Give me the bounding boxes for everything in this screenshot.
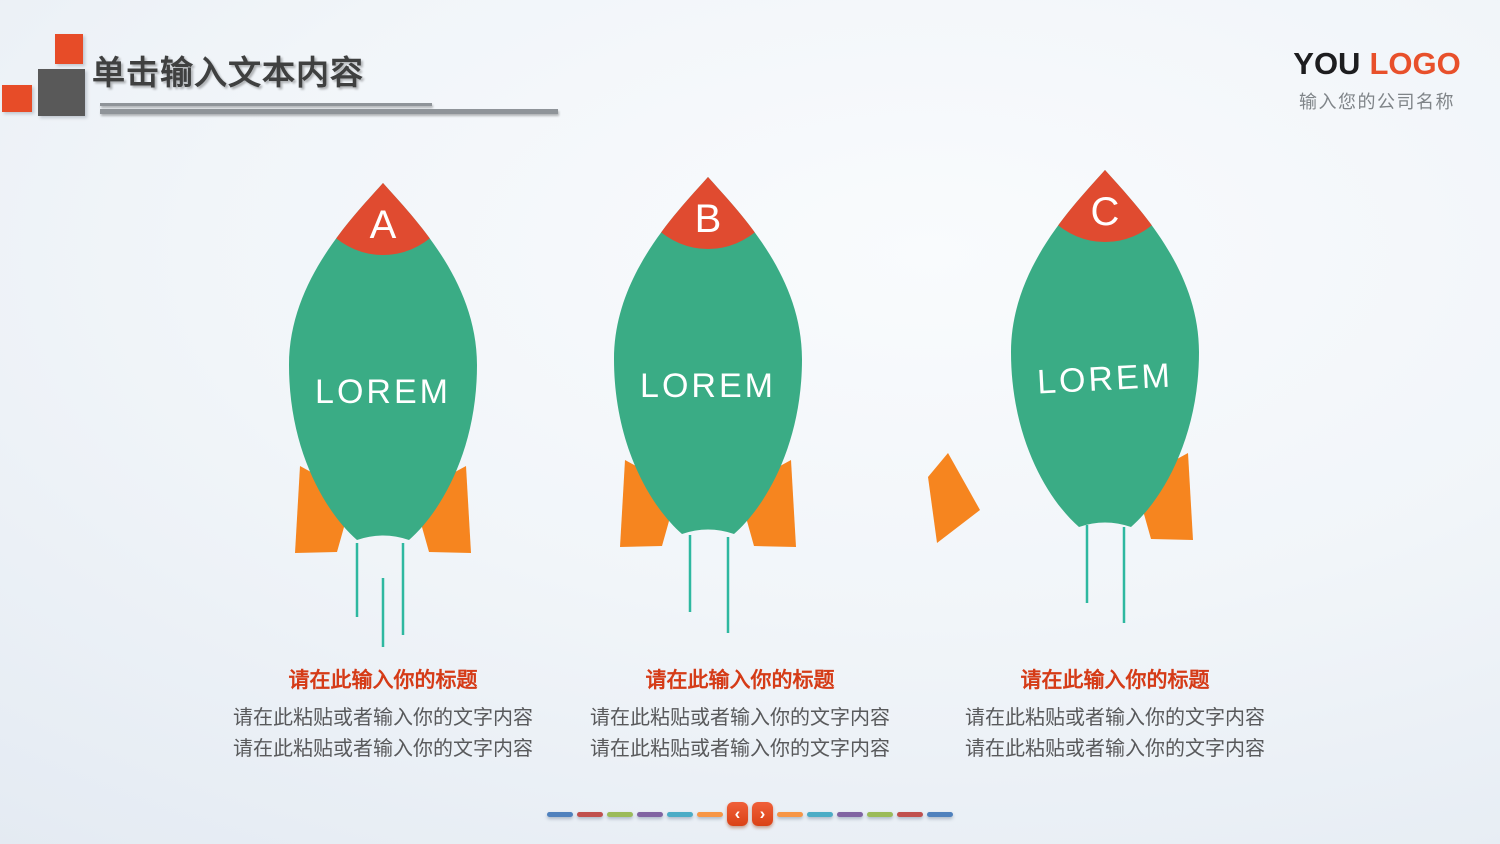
rocket-b-letter: B bbox=[695, 197, 722, 241]
rocket-c-detached-fin-icon bbox=[928, 453, 980, 543]
caption-title: 请在此输入你的标题 bbox=[1020, 669, 1210, 692]
slide-title: 单击输入文本内容 bbox=[92, 54, 364, 91]
rocket-b-body bbox=[614, 177, 802, 534]
rocket-a-label: LOREM bbox=[315, 373, 451, 411]
caption-line: 请在此粘贴或者输入你的文字内容 bbox=[233, 738, 533, 760]
caption-line: 请在此粘贴或者输入你的文字内容 bbox=[233, 707, 533, 729]
rocket-a-letter: A bbox=[370, 203, 397, 247]
progress-dash bbox=[697, 811, 723, 817]
rocket-c-label: LOREM bbox=[1036, 356, 1174, 401]
next-slide-button[interactable]: › bbox=[752, 802, 773, 826]
rocket-c-body bbox=[1011, 170, 1199, 527]
deco-square-gray bbox=[38, 69, 85, 116]
progress-dash bbox=[667, 811, 693, 817]
caption-title: 请在此输入你的标题 bbox=[645, 669, 835, 692]
progress-dash bbox=[867, 811, 893, 817]
prev-slide-button[interactable]: ‹ bbox=[727, 802, 748, 826]
caption-block-b: 请在此输入你的标题 请在此粘贴或者输入你的文字内容 请在此粘贴或者输入你的文字内… bbox=[540, 664, 940, 765]
caption-line: 请在此粘贴或者输入你的文字内容 bbox=[590, 707, 890, 729]
progress-dash bbox=[547, 811, 573, 817]
logo-text-logo: LOGO bbox=[1369, 46, 1461, 81]
title-underline-thick bbox=[100, 109, 558, 114]
logo-text-you: YOU bbox=[1293, 46, 1361, 81]
caption-line: 请在此粘贴或者输入你的文字内容 bbox=[965, 738, 1265, 760]
progress-dash bbox=[637, 811, 663, 817]
caption-block-a: 请在此输入你的标题 请在此粘贴或者输入你的文字内容 请在此粘贴或者输入你的文字内… bbox=[183, 664, 583, 765]
rocket-c: C LOREM bbox=[1011, 170, 1199, 623]
rocket-c-letter: C bbox=[1091, 190, 1120, 234]
rocket-b-label: LOREM bbox=[640, 367, 776, 405]
caption-block-c: 请在此输入你的标题 请在此粘贴或者输入你的文字内容 请在此粘贴或者输入你的文字内… bbox=[915, 664, 1315, 765]
deco-square-orange-left bbox=[2, 85, 32, 112]
caption-line: 请在此粘贴或者输入你的文字内容 bbox=[965, 707, 1265, 729]
progress-dash bbox=[897, 811, 923, 817]
progress-dash bbox=[807, 811, 833, 817]
progress-dash bbox=[777, 811, 803, 817]
rocket-b: B LOREM bbox=[614, 177, 802, 633]
logo-subtitle: 输入您的公司名称 bbox=[1299, 92, 1455, 112]
deco-square-orange-top bbox=[55, 34, 83, 64]
progress-dash bbox=[607, 811, 633, 817]
slide-nav: ‹ › bbox=[547, 802, 953, 826]
rocket-a-body bbox=[289, 183, 477, 540]
progress-dash bbox=[837, 811, 863, 817]
caption-line: 请在此粘贴或者输入你的文字内容 bbox=[590, 738, 890, 760]
rocket-a: A LOREM bbox=[289, 183, 477, 647]
title-underline-thin bbox=[100, 103, 432, 106]
caption-title: 请在此输入你的标题 bbox=[288, 669, 478, 692]
progress-dash bbox=[577, 811, 603, 817]
progress-dash bbox=[927, 811, 953, 817]
